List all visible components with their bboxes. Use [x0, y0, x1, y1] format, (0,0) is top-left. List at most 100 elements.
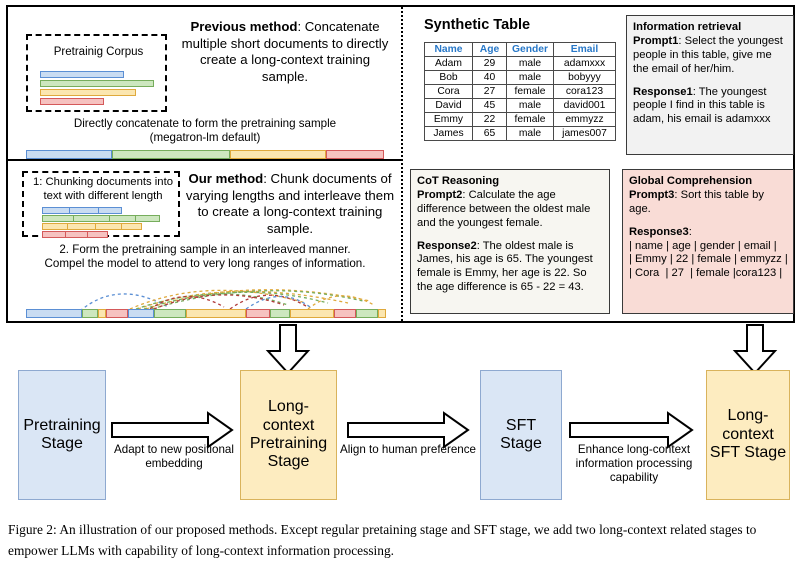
interleaved-seg-yellow [98, 309, 106, 318]
interleaved-seg-yellow [186, 309, 246, 318]
response1-label: Response1 [633, 85, 693, 98]
stage-pretraining[interactable]: Pretraining Stage [18, 370, 106, 500]
corpus-document-bars [40, 71, 160, 107]
response2-label: Response2 [417, 239, 477, 252]
interleaved-seg-yellow [378, 309, 386, 318]
arrow-label-adapt: Adapt to new positional embedding [114, 443, 234, 471]
previous-method-heading-rest: : Concatenate multiple short documents t… [181, 19, 389, 84]
chunked-bar-yellow [42, 223, 142, 230]
interleaved-seg-green [154, 309, 186, 318]
concat-seg-green [112, 150, 230, 159]
chunk-label-line2: text with different length [43, 189, 163, 202]
chunk-tick [121, 224, 122, 229]
arrow-right-icon [111, 411, 234, 449]
arrow-right-icon [347, 411, 470, 449]
spacer [417, 231, 604, 240]
chunked-document-bars [42, 207, 172, 238]
concat-caption-line1: Directly concatenate to form the pretrai… [73, 117, 337, 130]
information-retrieval-box: Information retrieval Prompt1: Select th… [626, 15, 794, 155]
doc-bar-red [40, 98, 104, 105]
global-comprehension-box: Global Comprehension Prompt3: Sort this … [622, 169, 794, 314]
chunk-tick [69, 208, 70, 213]
arrow-right-icon [569, 411, 694, 449]
arrow-down-icon [265, 324, 311, 375]
col-header-name: Name [424, 42, 473, 57]
cot-heading: CoT Reasoning [417, 175, 500, 187]
our-method-heading-rest: : Chunk documents of varying lengths and… [185, 171, 395, 236]
chunk-tick [73, 216, 74, 221]
figure-caption-text: An illustration of our proposed methods.… [8, 522, 757, 558]
arrow-label-enhance: Enhance long-context information process… [575, 443, 693, 485]
interleaved-seg-blue [128, 309, 154, 318]
chunking-documents-label: 1: Chunking documents into text with dif… [26, 176, 180, 203]
arrow-down-icon [732, 324, 778, 375]
previous-method-quadrant: Pretrainig Corpus Previous method: Conca… [8, 7, 401, 159]
doc-bar-blue [40, 71, 124, 78]
interleaved-seg-red [106, 309, 128, 318]
info-retrieval-prompt: Prompt1: Select the youngest people in t… [633, 35, 788, 77]
doc-bar-green [40, 80, 154, 87]
pretraining-corpus-label: Pretrainig Corpus [53, 46, 144, 58]
interleaved-seg-green [270, 309, 290, 318]
chunked-bar-blue [42, 207, 122, 214]
col-header-email: Email [553, 42, 616, 57]
info-retrieval-heading: Information retrieval [633, 21, 742, 33]
global-response-row-header: | name | age | gender | email | [629, 239, 777, 252]
global-response-row-1: | Emmy | 22 | female | emmyzz | [629, 253, 788, 266]
interleaved-sample-bar [26, 309, 386, 318]
interleaved-seg-yellow [290, 309, 334, 318]
training-pipeline: Pretraining Stage Adapt to new positiona… [0, 324, 800, 510]
cot-reasoning-box: CoT Reasoning Prompt2: Calculate the age… [410, 169, 610, 314]
concat-seg-blue [26, 150, 112, 159]
prompt3-text: : Sort this table by age. [629, 188, 764, 215]
interleaved-seg-blue [26, 309, 82, 318]
arrow-label-align: Align to human preference [340, 443, 476, 456]
doc-bar-yellow [40, 89, 136, 96]
chunked-bar-red [42, 231, 108, 238]
table-row: Emmy 22 female emmyzz [424, 112, 616, 127]
attention-arcs [79, 289, 375, 312]
figure-caption-prefix: Figure 2: [8, 522, 57, 537]
interleave-caption-line1: 2. Form the pretraining sample in an int… [59, 243, 351, 256]
prompt1-text: : Select the youngest people in this tab… [633, 34, 783, 75]
prompt2-label: Prompt2 [417, 188, 463, 201]
interleaved-seg-red [246, 309, 270, 318]
concatenated-sample-bar [26, 150, 384, 159]
info-retrieval-response: Response1: The youngest people I find in… [633, 86, 788, 128]
stage-long-context-sft[interactable]: Long-context SFT Stage [706, 370, 790, 500]
stage-long-context-pretraining[interactable]: Long-context Pretraining Stage [240, 370, 337, 500]
global-response: Response3: [629, 226, 788, 240]
spacer [629, 217, 788, 226]
chunk-label-line1: 1: Chunking documents into [32, 176, 174, 188]
concat-seg-red [326, 150, 384, 159]
global-prompt: Prompt3: Sort this table by age. [629, 189, 788, 217]
global-response-row-2: | Cora | 27 | female |cora123 | [629, 267, 783, 280]
chunk-tick [65, 232, 66, 237]
chunk-tick [67, 224, 68, 229]
our-method-heading: Our method: Chunk documents of varying l… [184, 171, 396, 238]
chunk-tick [98, 208, 99, 213]
interleaved-seg-green [356, 309, 378, 318]
interleaved-seg-red [334, 309, 356, 318]
pretraining-corpus-box: Pretrainig Corpus [26, 34, 167, 112]
chunk-tick [95, 224, 96, 229]
synthetic-data-half: Synthetic Table Name Age Gender Email Ad… [404, 7, 797, 321]
figure-caption: Figure 2: An illustration of our propose… [8, 520, 794, 562]
response1-text: : The youngest people I find in this tab… [633, 85, 771, 126]
global-heading: Global Comprehension [629, 175, 753, 187]
cot-prompt: Prompt2: Calculate the age difference be… [417, 189, 604, 231]
figure-panel: Pretrainig Corpus Previous method: Conca… [6, 5, 795, 323]
spacer [633, 77, 788, 86]
previous-method-heading: Previous method: Concatenate multiple sh… [176, 19, 394, 86]
table-row: Cora 27 female cora123 [424, 84, 616, 99]
interleave-caption: 2. Form the pretraining sample in an int… [14, 243, 396, 272]
table-row: James 65 male james007 [424, 126, 616, 141]
chunked-bar-green [42, 215, 160, 222]
synthetic-table: Name Age Gender Email Adam 29 male adamx… [424, 42, 616, 141]
concat-caption: Directly concatenate to form the pretrai… [16, 117, 394, 145]
chunking-documents-box: 1: Chunking documents into text with dif… [22, 171, 180, 238]
response3-text: : [688, 225, 692, 238]
stage-sft[interactable]: SFT Stage [480, 370, 562, 500]
cot-response: Response2: The oldest male is James, his… [417, 240, 604, 296]
interleave-caption-line2: Compel the model to attend to very long … [44, 257, 366, 271]
